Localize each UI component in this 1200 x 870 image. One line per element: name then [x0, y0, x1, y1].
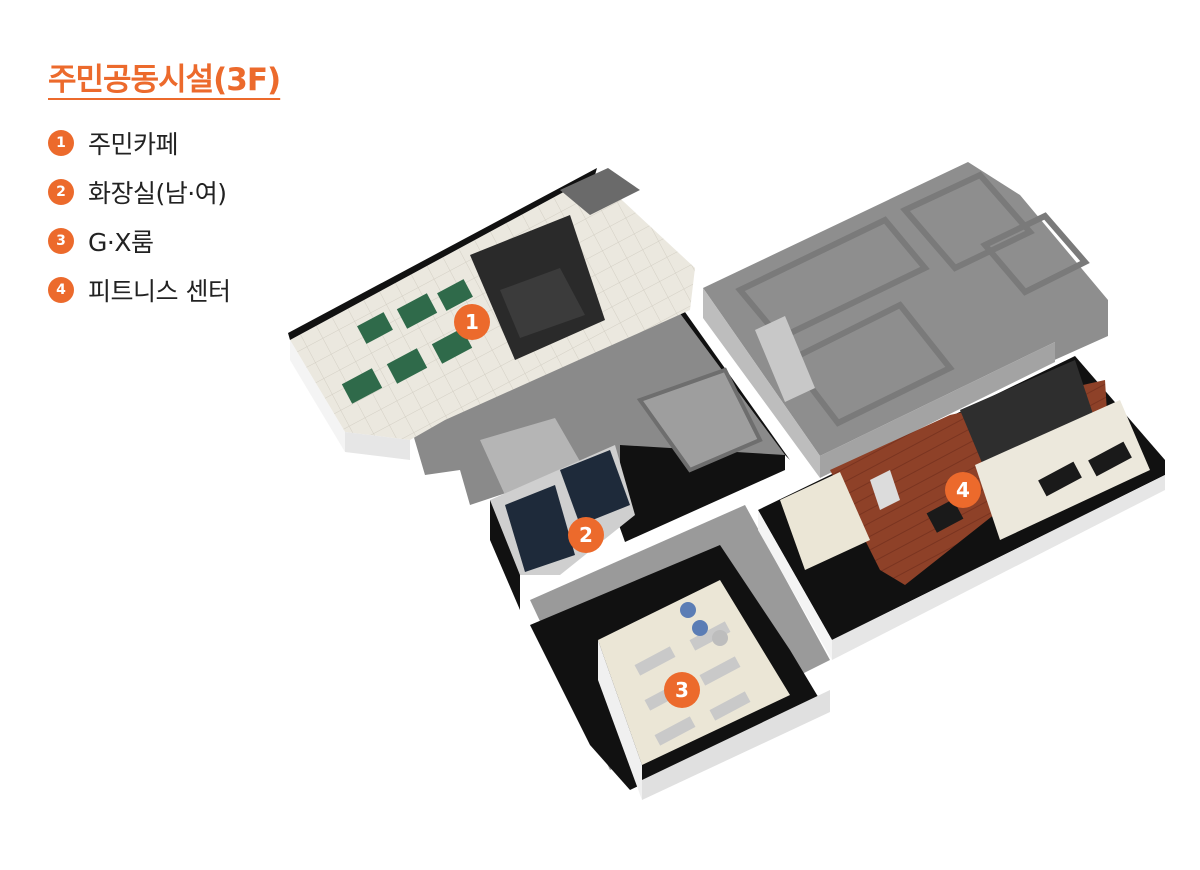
marker-1-label: 1 — [465, 310, 479, 334]
legend-item-cafe: 1 주민카페 — [48, 118, 230, 167]
central-core — [400, 300, 790, 542]
marker-2: 2 — [568, 517, 604, 553]
legend-label: G·X룸 — [88, 227, 154, 257]
room-gx — [530, 545, 830, 800]
room-cafe — [288, 168, 695, 460]
marker-3-label: 3 — [675, 678, 689, 702]
legend-item-restroom: 2 화장실(남·여) — [48, 167, 230, 216]
legend-label: 화장실(남·여) — [88, 178, 227, 208]
marker-3: 3 — [664, 672, 700, 708]
legend-number-badge: 4 — [48, 276, 74, 303]
marker-4-label: 4 — [956, 478, 970, 502]
greyed-area — [703, 162, 1108, 478]
legend-number-badge: 3 — [48, 227, 74, 254]
marker-2-label: 2 — [579, 523, 593, 547]
legend-number-badge: 2 — [48, 178, 74, 205]
page-title: 주민공동시설(3F) — [48, 62, 281, 98]
legend-label: 주민카페 — [88, 129, 179, 159]
legend-item-fitness: 4 피트니스 센터 — [48, 265, 231, 314]
marker-1: 1 — [454, 304, 490, 340]
legend-number-badge: 1 — [48, 129, 74, 156]
marker-4: 4 — [945, 472, 981, 508]
legend: 1 주민카페 2 화장실(남·여) 3 G·X룸 4 피트니스 센터 — [48, 118, 231, 314]
legend-label: 피트니스 센터 — [88, 276, 231, 306]
legend-item-gx-room: 3 G·X룸 — [48, 216, 230, 265]
